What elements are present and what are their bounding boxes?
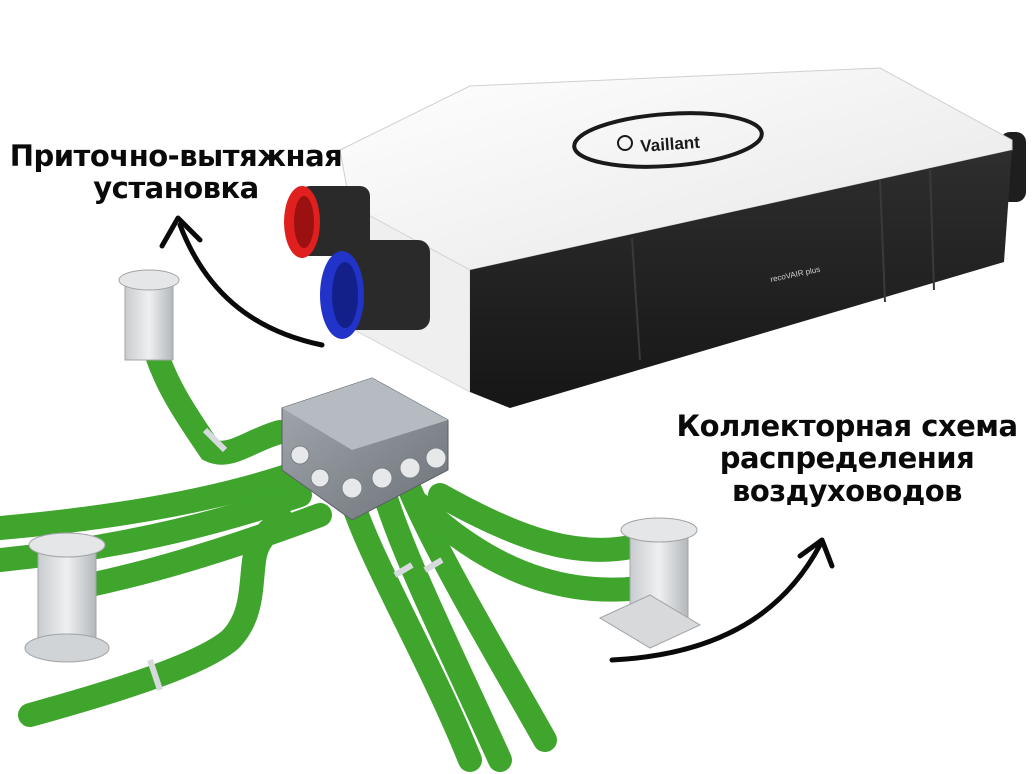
supply-port bbox=[284, 186, 370, 258]
callout-collector-line1: Коллекторная схема bbox=[676, 409, 1018, 443]
brand-badge bbox=[572, 111, 764, 169]
air-valve-left bbox=[24, 532, 110, 663]
distribution-manifold bbox=[281, 377, 449, 521]
duct-clamps bbox=[147, 427, 444, 691]
extract-port bbox=[320, 240, 430, 339]
arrow-to-collector-icon bbox=[609, 537, 835, 663]
air-valve-right bbox=[598, 517, 702, 649]
air-ducts bbox=[0, 318, 672, 772]
callout-ventilation-unit: Приточно-вытяжная установка bbox=[6, 140, 346, 205]
callout-unit-line1: Приточно-вытяжная bbox=[9, 139, 343, 173]
vaillant-logo-icon bbox=[617, 135, 633, 151]
arrow-to-unit-icon bbox=[159, 215, 325, 348]
callout-collector-line2: распределения bbox=[719, 441, 975, 476]
callout-collector-scheme: Коллекторная схема распределения воздухо… bbox=[662, 409, 1032, 508]
ventilation-unit: Vaillant recoVAIR plus bbox=[284, 67, 1026, 408]
callout-collector-line3: воздуховодов bbox=[731, 473, 963, 508]
air-valve-top-left bbox=[118, 269, 180, 361]
callout-unit-line2: установка bbox=[93, 171, 259, 206]
brand-name: Vaillant bbox=[640, 133, 701, 156]
